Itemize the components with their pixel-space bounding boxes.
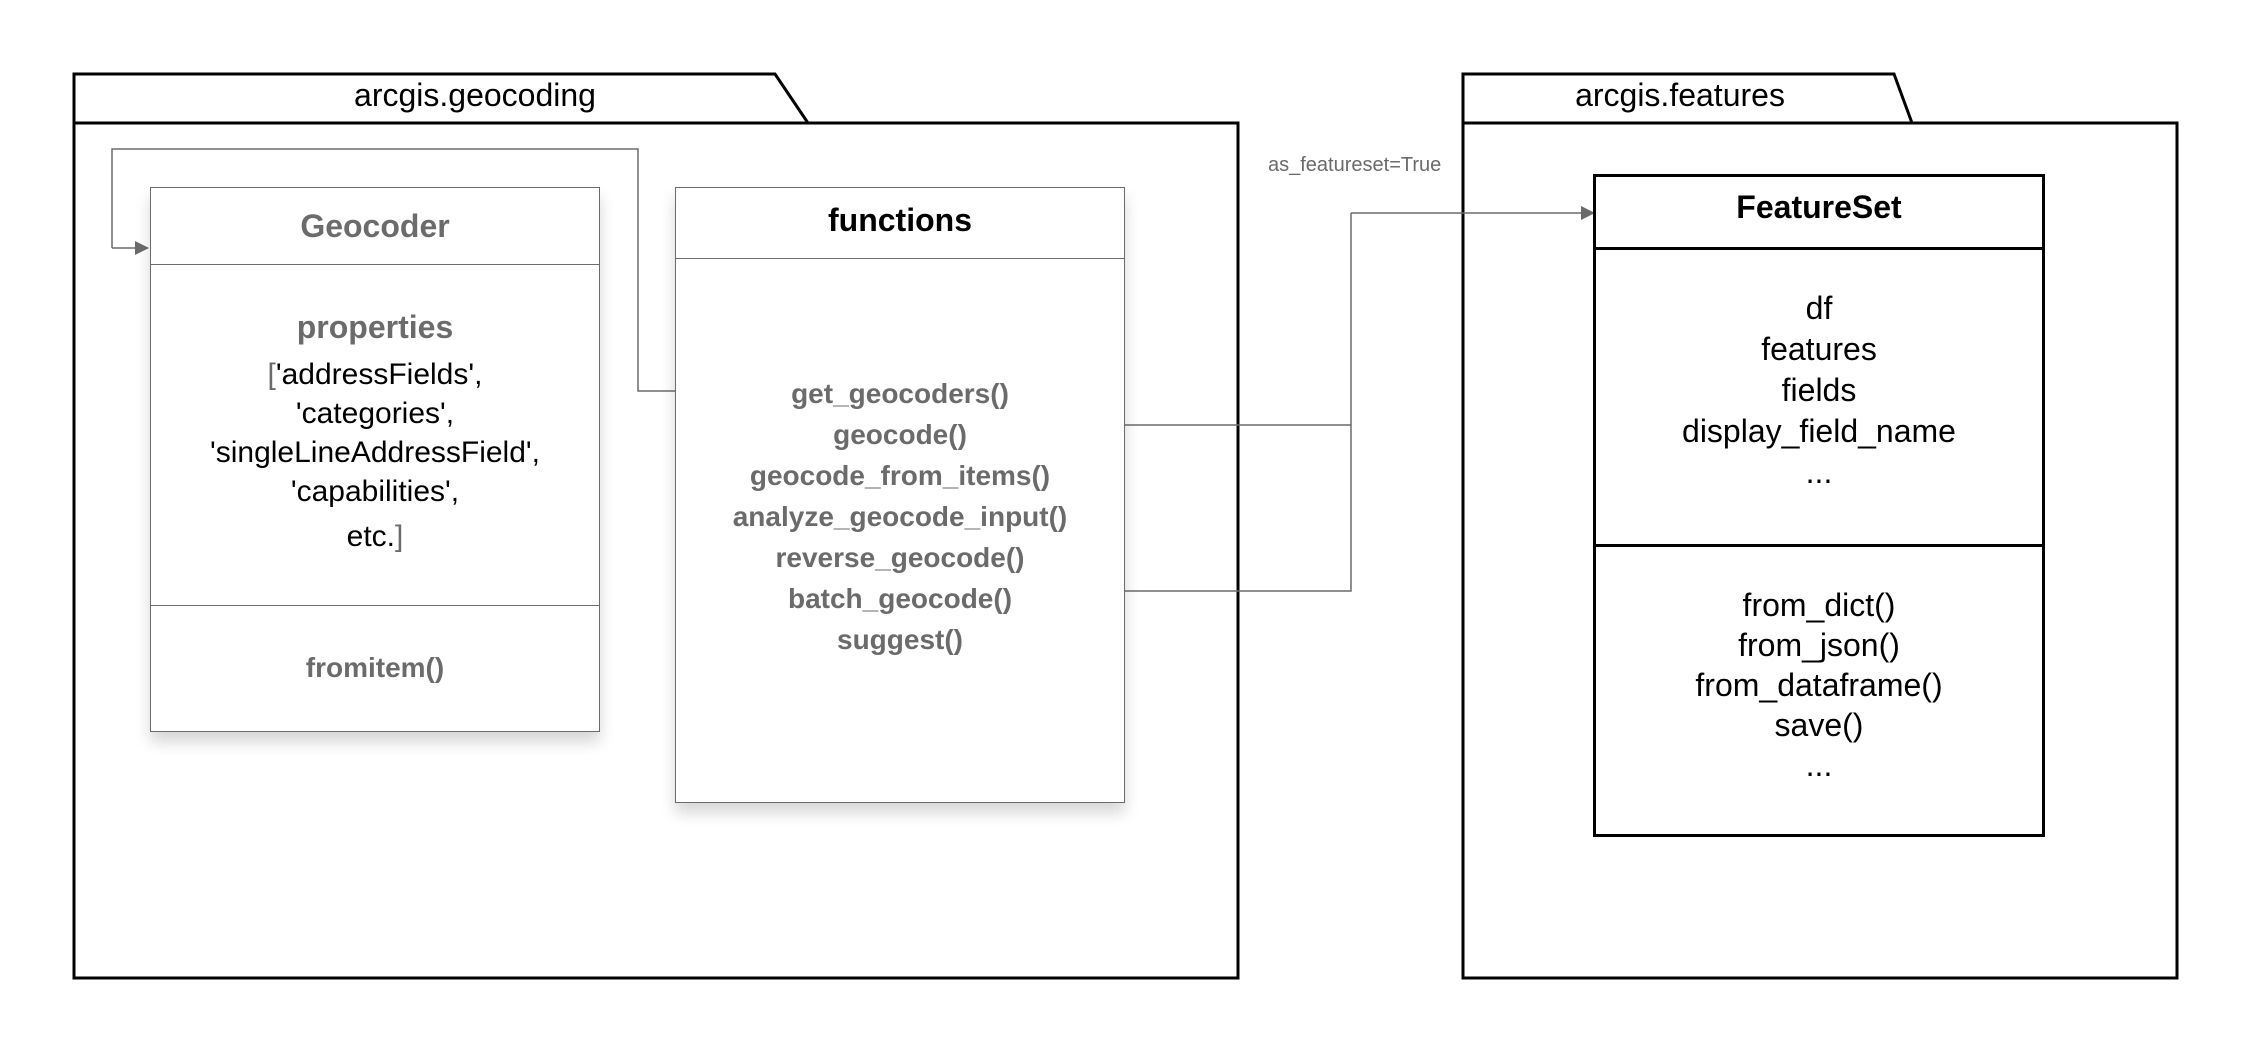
featureset-property-display-field-name: display_field_name xyxy=(1682,413,1956,449)
featureset-methods-section: from_dict() from_json() from_dataframe()… xyxy=(1596,544,2042,834)
functions-list: get_geocoders() geocode() geocode_from_i… xyxy=(676,373,1124,660)
featureset-property-fields: fields xyxy=(1781,372,1857,408)
function-geocode-from-items: geocode_from_items() xyxy=(749,460,1051,491)
featureset-method-from-dataframe: from_dataframe() xyxy=(1695,667,1943,703)
function-reverse-geocode: reverse_geocode() xyxy=(775,542,1025,573)
geocoder-methods-section: fromitem() xyxy=(151,605,599,731)
package-frame-geocoding xyxy=(72,121,1240,980)
geocoder-property-item: 'singleLineAddressField', xyxy=(210,436,540,469)
featureset-header: FeatureSet xyxy=(1596,177,2042,247)
geocoder-properties-heading: properties xyxy=(151,309,599,346)
function-batch-geocode: batch_geocode() xyxy=(787,583,1013,614)
geocoder-property-item: 'categories', xyxy=(295,397,455,430)
geocoder-class-box: Geocoder properties ['addressFields', 'c… xyxy=(150,187,600,732)
geocoder-header: Geocoder xyxy=(151,188,599,264)
geocoder-property-item: ['addressFields', xyxy=(151,355,599,394)
geocoder-property-etc: etc. xyxy=(346,520,395,553)
function-get-geocoders: get_geocoders() xyxy=(791,378,1009,409)
functions-body: get_geocoders() geocode() geocode_from_i… xyxy=(676,258,1124,802)
geocoder-property-address-fields: 'addressFields', xyxy=(275,358,483,391)
package-label-features: arcgis.features xyxy=(1575,77,1785,113)
geocoder-properties-list: ['addressFields', 'categories', 'singleL… xyxy=(151,355,599,556)
geocoder-property-item: 'capabilities', xyxy=(290,475,460,508)
connector-label-as-featureset: as_featureset=True xyxy=(1268,154,1442,176)
package-label-geocoding: arcgis.geocoding xyxy=(354,77,596,113)
functions-box: functions get_geocoders() geocode() geoc… xyxy=(675,187,1125,803)
featureset-method-from-json: from_json() xyxy=(1738,627,1900,663)
functions-title: functions xyxy=(828,202,972,238)
geocoder-title: Geocoder xyxy=(300,208,450,244)
featureset-property-features: features xyxy=(1761,331,1877,367)
package-frame-features xyxy=(1461,121,2179,980)
geocoder-method-fromitem: fromitem() xyxy=(305,652,445,683)
function-analyze-geocode-input: analyze_geocode_input() xyxy=(732,501,1068,532)
geocoder-close-bracket: ] xyxy=(395,520,404,553)
featureset-method-save: save() xyxy=(1774,707,1864,743)
geocoder-open-bracket: [ xyxy=(267,358,276,391)
package-tab-features xyxy=(1461,72,1914,124)
featureset-property-ellipsis: ... xyxy=(1805,454,1833,490)
featureset-property-df: df xyxy=(1805,290,1833,326)
featureset-properties-section: df features fields display_field_name ..… xyxy=(1596,247,2042,544)
geocoder-properties-section: properties ['addressFields', 'categories… xyxy=(151,264,599,605)
function-geocode: geocode() xyxy=(833,419,967,450)
featureset-class-box: FeatureSet df features fields display_fi… xyxy=(1593,174,2045,837)
package-tab-geocoding xyxy=(72,72,810,124)
geocoder-properties-title: properties xyxy=(296,309,454,345)
featureset-title: FeatureSet xyxy=(1736,189,1902,225)
featureset-method-from-dict: from_dict() xyxy=(1742,587,1896,623)
connector-batch-geocode xyxy=(1013,213,1352,592)
functions-header: functions xyxy=(676,188,1124,258)
featureset-properties-list: df features fields display_field_name ..… xyxy=(1596,288,2042,493)
function-suggest: suggest() xyxy=(837,624,963,655)
featureset-method-ellipsis: ... xyxy=(1805,747,1833,783)
geocoder-property-item: etc.] xyxy=(151,517,599,556)
geocoder-methods-list: fromitem() xyxy=(151,652,599,684)
featureset-methods-list: from_dict() from_json() from_dataframe()… xyxy=(1596,585,2042,785)
